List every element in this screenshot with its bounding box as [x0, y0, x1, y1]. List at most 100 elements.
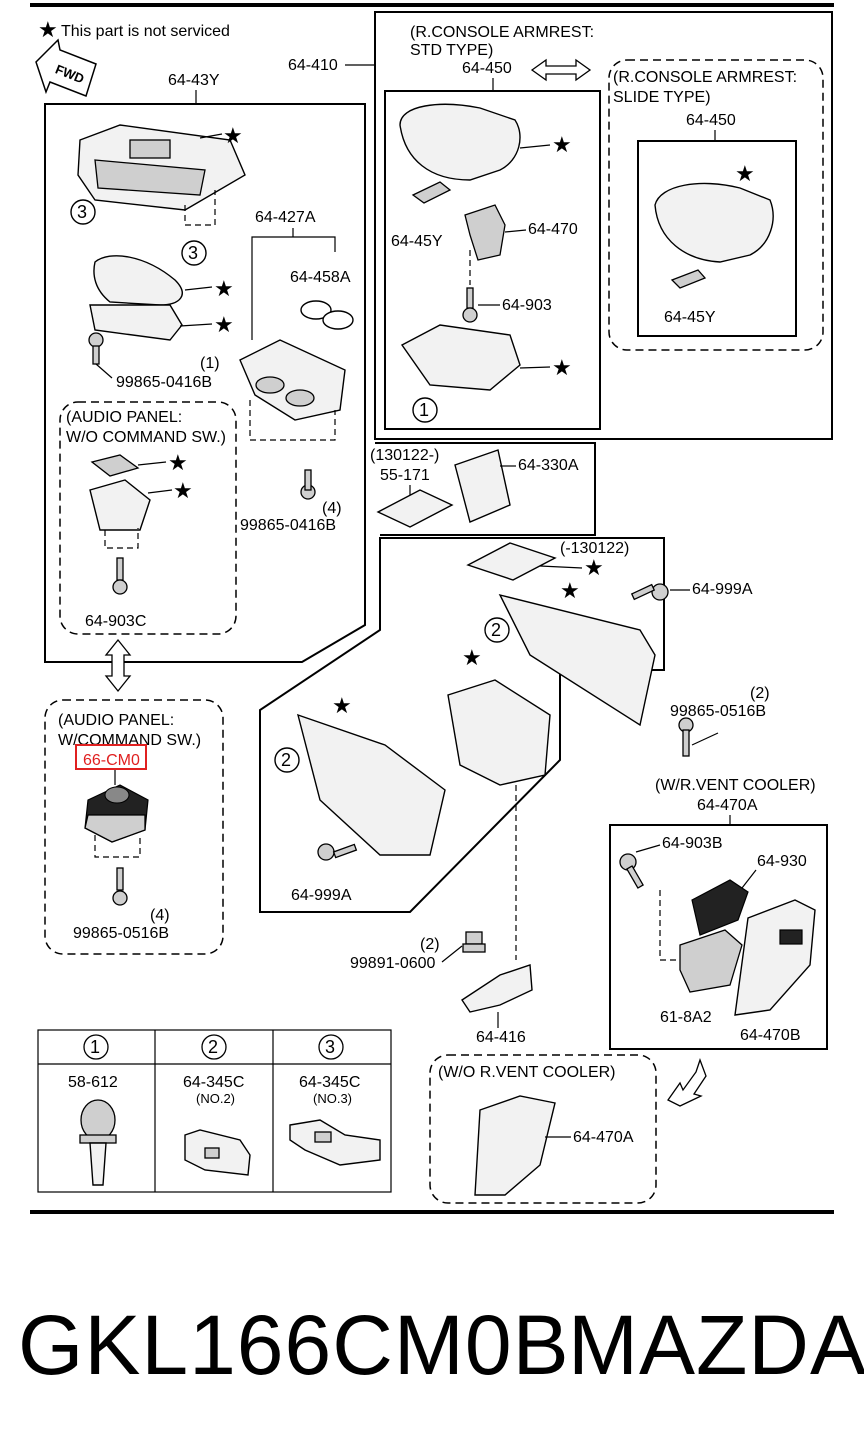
label-vent-wo: (W/O R.VENT COOLER) [438, 1064, 616, 1081]
clip-no2-part [184, 1129, 251, 1176]
callout-1 [412, 397, 438, 423]
label-armrest-std-2: STD TYPE) [410, 42, 493, 59]
footer: GKL166CM0B MAZDA [0, 1290, 864, 1410]
star-icon: ★ [223, 123, 243, 148]
svg-text:2: 2 [491, 620, 501, 640]
star-icon: ★ [38, 17, 58, 42]
reference-table: 1 2 3 58-612 64-345C (NO.2) 64-345C (NO.… [37, 1029, 392, 1193]
label-64-427A: 64-427A [255, 209, 316, 226]
label-audio-wo-2: W/O COMMAND SW.) [66, 429, 226, 446]
star-icon: ★ [462, 645, 482, 670]
group-audio-wo-command [59, 401, 237, 635]
label-64-330A: 64-330A [518, 457, 579, 474]
label-64-470A: 64-470A [697, 797, 758, 814]
svg-text:3: 3 [77, 202, 87, 222]
bolt-icon [462, 931, 486, 953]
table-note-3: (NO.3) [313, 1091, 352, 1106]
star-icon: ★ [560, 578, 580, 603]
console-box-part [400, 324, 521, 391]
screw-icon [462, 287, 478, 323]
knob-part [79, 1099, 117, 1186]
tray-part [454, 449, 511, 523]
label-armrest-slide-2: SLIDE TYPE) [613, 89, 711, 106]
group-box-std [384, 90, 601, 430]
mat-part [376, 489, 454, 528]
clip-no3-part [289, 1119, 381, 1166]
star-icon: ★ [735, 161, 755, 186]
vent-housing-part [679, 929, 743, 993]
label-armrest-slide: (R.CONSOLE ARMREST: [613, 69, 797, 86]
command-switch-part [84, 784, 149, 843]
label-64-903C: 64-903C [85, 613, 146, 630]
group-audio-w-command [44, 699, 224, 955]
clip-part [411, 181, 452, 204]
group-box-mat [375, 442, 596, 536]
star-icon: ★ [584, 555, 604, 580]
slide-armrest-part [654, 182, 774, 263]
rear-cover-part [734, 899, 816, 1016]
table-header-1: 1 [90, 1037, 100, 1057]
label-64-903: 64-903 [502, 297, 552, 314]
star-icon: ★ [552, 355, 572, 380]
table-part-2: 64-345C [183, 1074, 244, 1091]
clip-part [670, 269, 707, 289]
screw-icon [317, 843, 358, 861]
armrest-lid-part [399, 103, 521, 181]
vent-grille-part [691, 879, 749, 936]
screw-icon [300, 469, 316, 500]
screw-icon [630, 583, 669, 601]
fwd-arrow-icon: FWD [35, 38, 97, 97]
label-64-999A-2: 64-999A [291, 887, 352, 904]
star-icon: ★ [168, 450, 188, 475]
qty-2: (2) [750, 685, 770, 702]
swap-arrow-icon [104, 638, 132, 693]
center-frame-part [447, 679, 551, 786]
table-header-2: 2 [208, 1037, 218, 1057]
shift-bezel-part [77, 124, 246, 211]
label-vent-w: (W/R.VENT COOLER) [655, 777, 816, 794]
swap-arrow-icon [667, 1058, 707, 1107]
star-icon: ★ [214, 312, 234, 337]
label-66-CM0: 66-CM0 [83, 752, 140, 769]
cup-holder-part [239, 339, 346, 421]
qty-1: (1) [200, 355, 220, 372]
label-64-410: 64-410 [288, 57, 338, 74]
screw-icon [88, 332, 104, 365]
swap-arrow-icon [530, 58, 592, 82]
label-99865-0416B: 99865-0416B [116, 374, 212, 391]
group-box-main [259, 537, 665, 913]
star-icon: ★ [332, 693, 352, 718]
group-box-vent [609, 824, 828, 1050]
side-panel-part [296, 713, 446, 856]
label-64-999A: 64-999A [692, 581, 753, 598]
star-icon: ★ [173, 478, 193, 503]
label-date-from: (130122-) [370, 447, 439, 464]
label-audio-w-2: W/COMMAND SW.) [58, 732, 201, 749]
label-64-450: 64-450 [462, 60, 512, 77]
label-audio-wo: (AUDIO PANEL: [66, 409, 182, 426]
label-55-171: 55-171 [380, 467, 430, 484]
label-99891-0600: 99891-0600 [350, 955, 436, 972]
group-box-slide [637, 140, 797, 337]
callout-3 [181, 240, 207, 266]
audio-panel-part [89, 479, 151, 531]
label-audio-w: (AUDIO PANEL: [58, 712, 174, 729]
hinge-part [464, 204, 506, 261]
blank-cover-part [474, 1095, 556, 1196]
label-61-8A2: 61-8A2 [660, 1009, 712, 1026]
footer-part-number: GKL166CM0B [18, 1298, 570, 1392]
qty-4: (4) [322, 500, 342, 517]
svg-text:2: 2 [281, 750, 291, 770]
label-64-45Y: 64-45Y [391, 233, 443, 250]
table-note-2: (NO.2) [196, 1091, 235, 1106]
svg-text:3: 3 [188, 243, 198, 263]
label-64-458A: 64-458A [290, 269, 351, 286]
table-header-3: 3 [325, 1037, 335, 1057]
callout-2 [484, 617, 510, 643]
label-64-416: 64-416 [476, 1029, 526, 1046]
ring-part [300, 300, 332, 320]
label-99865-0516B: 99865-0516B [670, 703, 766, 720]
label-64-470B: 64-470B [740, 1027, 801, 1044]
group-box-64-43Y [44, 103, 366, 663]
